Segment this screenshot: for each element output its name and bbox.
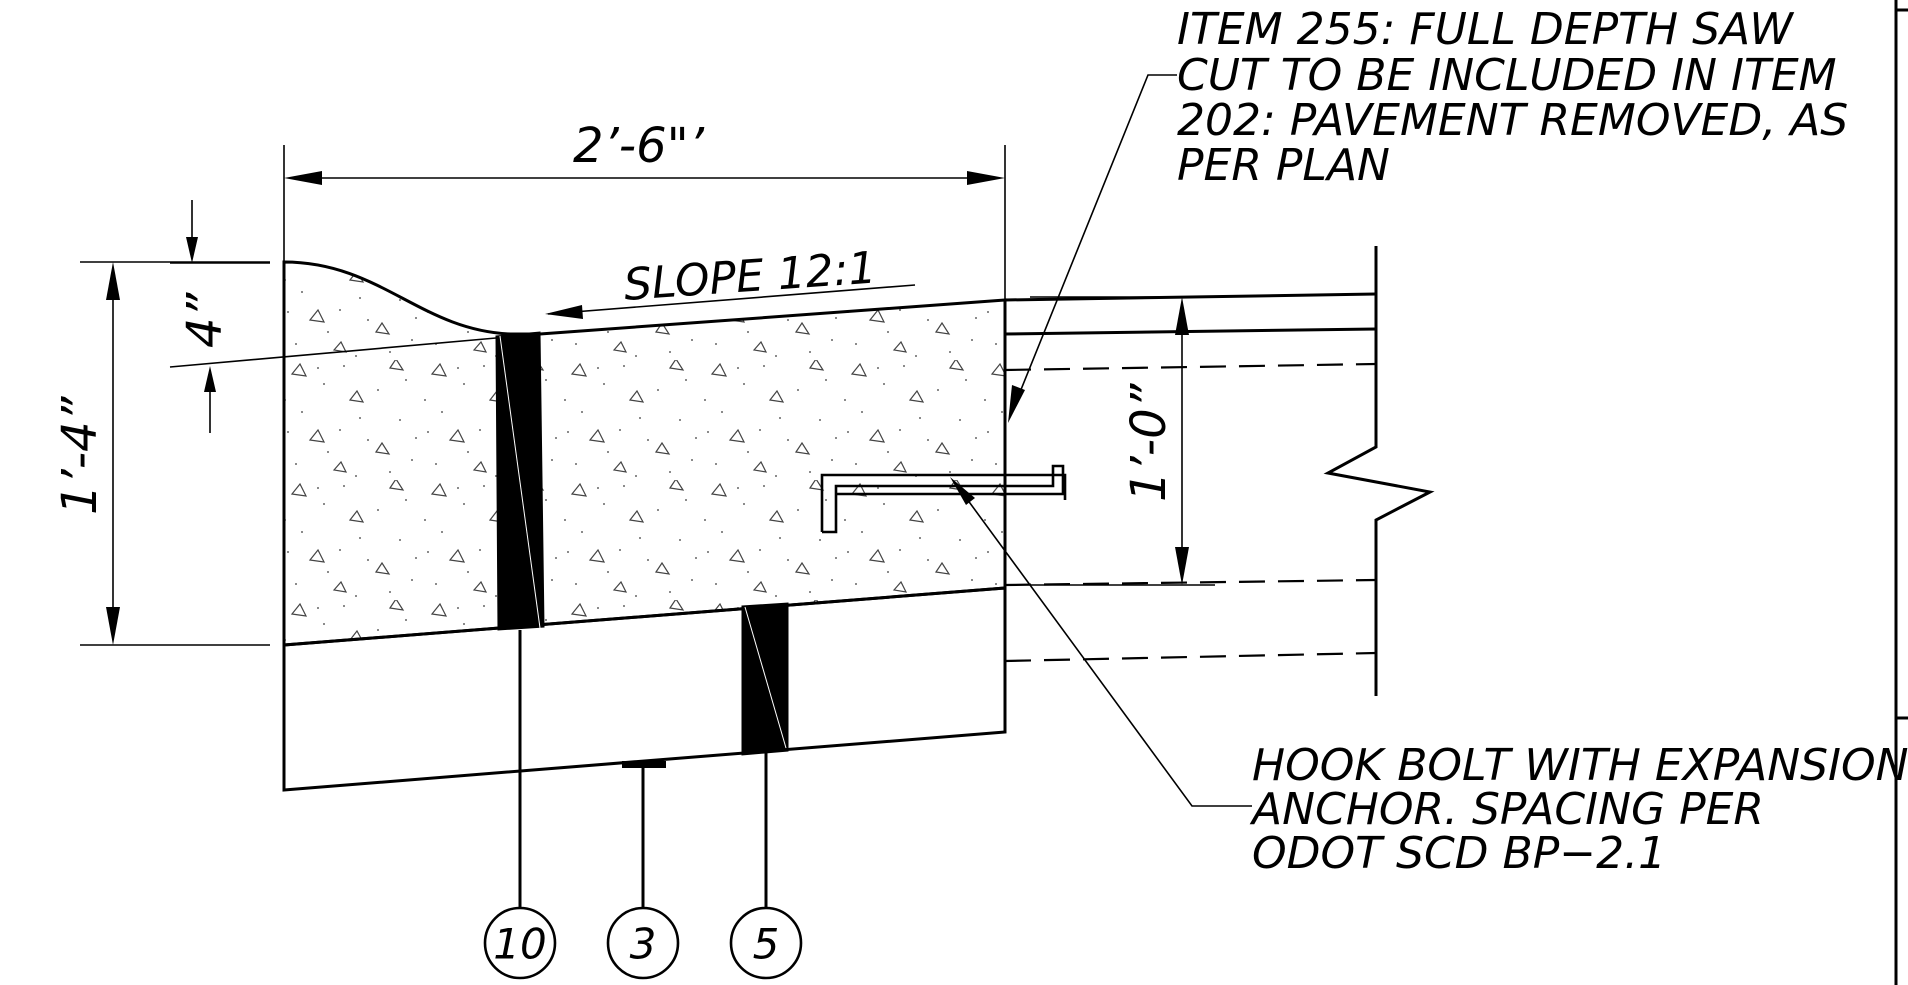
dim-width: 2’-6"’ [283,118,1006,300]
hook-bolt-line-3: ODOT SCD BP−2.1 [1252,828,1666,879]
callout-5: 5 [729,753,803,980]
callout-3: 3 [606,768,680,980]
hook-bolt-note: HOOK BOLT WITH EXPANSION ANCHOR. SPACING… [950,477,1908,879]
callout-10-label: 10 [493,920,546,969]
callout-3-label: 3 [630,920,657,969]
existing-pavement [1004,246,1435,696]
saw-cut-line-4: PER PLAN [1177,140,1390,191]
saw-cut-line-2: CUT TO BE INCLUDED IN ITEM [1177,50,1837,101]
dim-slab: 1’-0” [1030,296,1215,586]
saw-cut-line-1: ITEM 255: FULL DEPTH SAW [1177,4,1794,55]
base-plate [622,761,666,768]
dim-width-text: 2’-6"’ [573,118,705,174]
callout-5-label: 5 [753,920,780,969]
dim-curb: 4” [169,200,497,433]
hook-bolt-line-1: HOOK BOLT WITH EXPANSION [1252,740,1908,791]
hook-bolt-line-2: ANCHOR. SPACING PER [1249,784,1764,835]
dim-curb-text: 4” [177,291,233,348]
callout-10: 10 [483,630,557,980]
dim-slab-text: 1’-0” [1121,382,1177,502]
slope-label: SLOPE 12:1 [622,242,878,311]
dim-depth-text: 1’-4” [52,395,108,515]
concrete-curb-gutter [282,260,1007,647]
dim-depth: 1’-4” [52,261,270,646]
sheet-border [1894,0,1908,985]
hook-bolt [820,464,1067,534]
saw-cut-note: ITEM 255: FULL DEPTH SAW CUT TO BE INCLU… [1008,4,1848,423]
saw-cut-line-3: 202: PAVEMENT REMOVED, AS [1177,95,1848,146]
slope-indicator: SLOPE 12:1 [545,242,916,319]
